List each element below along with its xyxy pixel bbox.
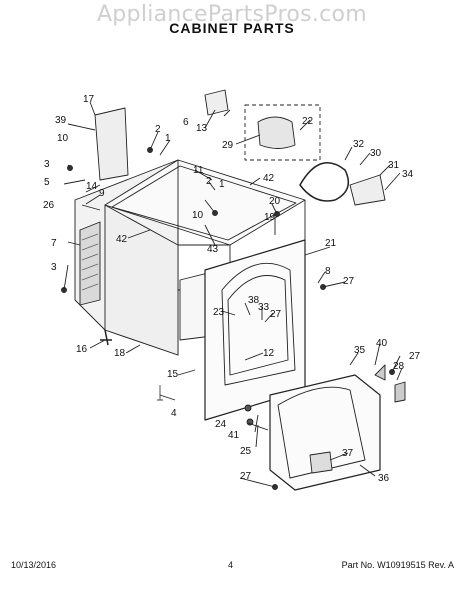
callout-11: 11 <box>193 165 204 176</box>
callout-10: 10 <box>57 133 69 144</box>
callout-25: 25 <box>240 446 252 457</box>
callout-4: 4 <box>171 408 177 419</box>
callout-1: 1 <box>219 179 225 190</box>
callout-27: 27 <box>240 471 252 482</box>
callout-33: 33 <box>258 302 270 313</box>
callout-39: 39 <box>55 115 67 126</box>
callout-7: 7 <box>51 238 57 249</box>
callout-19: 19 <box>264 212 276 223</box>
motor-dashed-box <box>244 104 321 161</box>
callout-3: 3 <box>44 159 50 170</box>
callout-1: 1 <box>165 133 171 144</box>
leveling-leg <box>100 329 112 346</box>
callout-34: 34 <box>402 169 414 180</box>
callout-36: 36 <box>378 473 390 484</box>
callout-31: 31 <box>388 160 400 171</box>
drive-belt <box>299 162 350 202</box>
callout-10: 10 <box>192 210 204 221</box>
callout-41: 41 <box>228 430 240 441</box>
dryer-door <box>269 374 381 491</box>
callout-22: 22 <box>302 116 314 127</box>
motor <box>257 116 296 149</box>
top-bracket <box>94 107 129 181</box>
callout-37: 37 <box>342 448 354 459</box>
callout-6: 6 <box>183 117 189 128</box>
callout-13: 13 <box>196 123 208 134</box>
callout-2: 2 <box>206 176 212 187</box>
callout-29: 29 <box>222 140 234 151</box>
callout-21: 21 <box>325 238 337 249</box>
idler-bracket <box>349 174 386 206</box>
callout-27: 27 <box>409 351 421 362</box>
callout-23: 23 <box>213 307 225 318</box>
callout-32: 32 <box>353 139 365 150</box>
callout-27: 27 <box>270 309 282 320</box>
footer-date: 10/13/2016 <box>11 560 57 570</box>
callout-15: 15 <box>167 369 179 380</box>
cabinet-front-panel <box>104 204 179 356</box>
callout-24: 24 <box>215 419 227 430</box>
callout-42: 42 <box>116 234 128 245</box>
watermark: AppliancePartsPros.com <box>96 2 368 27</box>
callout-18: 18 <box>114 348 126 359</box>
callout-8: 8 <box>325 266 331 277</box>
callout-12: 12 <box>263 348 275 359</box>
callout-26: 26 <box>43 200 55 211</box>
callout-16: 16 <box>76 344 88 355</box>
callout-38: 38 <box>248 295 260 306</box>
callout-2: 2 <box>155 124 161 135</box>
callout-43: 43 <box>207 244 219 255</box>
callout-14: 14 <box>86 181 98 192</box>
callout-17: 17 <box>83 94 95 105</box>
footer-page-number: 4 <box>228 560 234 570</box>
callout-40: 40 <box>376 338 388 349</box>
callout-35: 35 <box>354 345 366 356</box>
callout-9: 9 <box>99 188 105 199</box>
callout-28: 28 <box>393 361 405 372</box>
footer-part-number: Part No. W10919515 Rev. A <box>341 560 454 570</box>
callout-5: 5 <box>44 177 50 188</box>
callout-30: 30 <box>370 148 382 159</box>
callout-20: 20 <box>269 196 281 207</box>
callout-3: 3 <box>51 262 57 273</box>
callout-42: 42 <box>263 173 275 184</box>
callout-27: 27 <box>343 276 355 287</box>
page-title: CABINET PARTS <box>169 20 295 36</box>
